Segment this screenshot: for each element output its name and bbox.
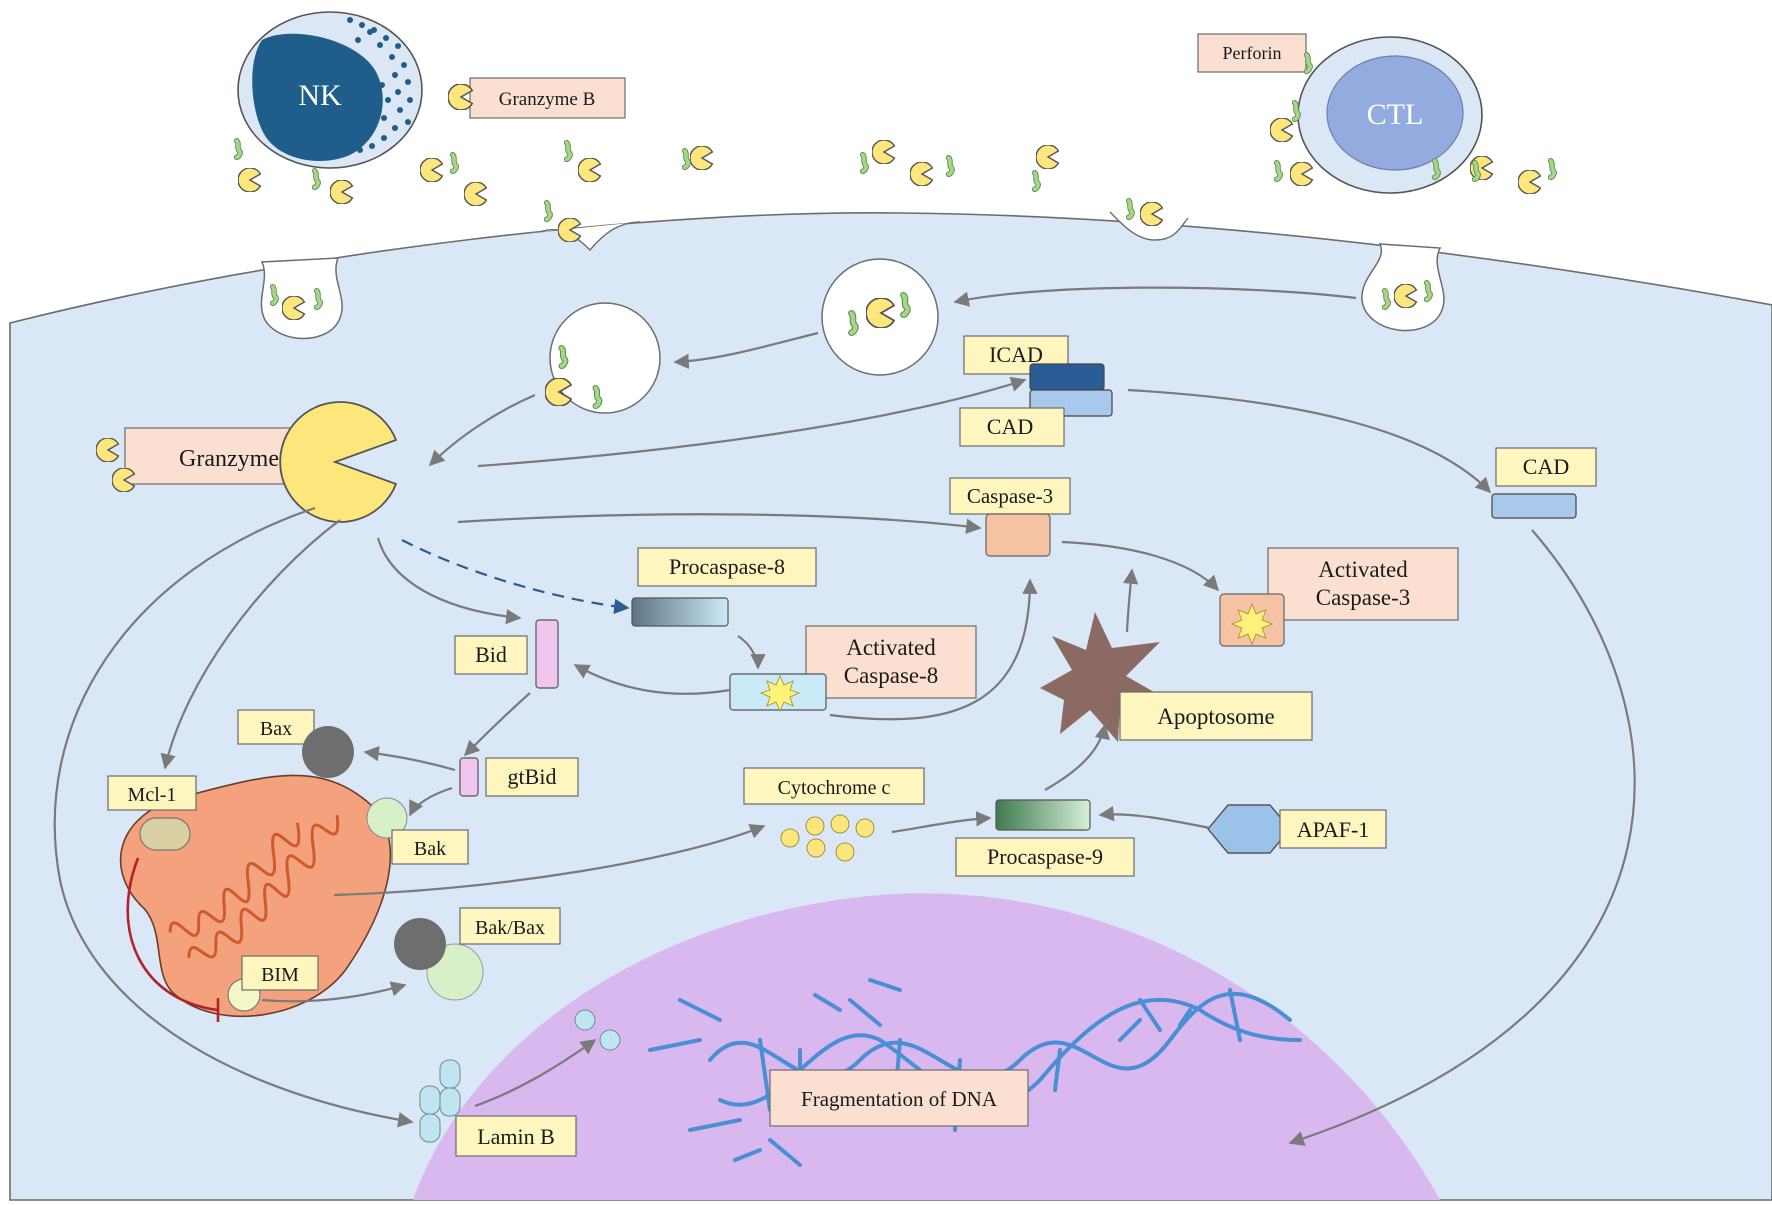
- svg-text:Cytochrome c: Cytochrome c: [778, 777, 891, 799]
- perforin-label: Perforin: [1197, 33, 1307, 73]
- svg-text:Lamin B: Lamin B: [477, 1124, 555, 1149]
- bak: Bak: [366, 797, 469, 865]
- membrane-dimple: [539, 221, 641, 252]
- svg-text:CAD: CAD: [1523, 454, 1569, 479]
- activated-caspase-8: Activated Caspase-8: [729, 625, 977, 712]
- svg-text:Caspase-8: Caspase-8: [844, 663, 939, 688]
- cytochrome-c: Cytochrome c: [743, 767, 925, 862]
- lamin-b: Lamin B: [419, 1009, 621, 1157]
- svg-text:BIM: BIM: [261, 964, 299, 986]
- granule-dots: [347, 17, 413, 153]
- bim: BIM: [227, 955, 319, 1012]
- svg-text:Mcl-1: Mcl-1: [128, 784, 177, 806]
- svg-text:Fragmentation of DNA: Fragmentation of DNA: [801, 1087, 998, 1111]
- apaf1-hexagon-icon: [1207, 804, 1291, 854]
- dna-fragmentation-label: Fragmentation of DNA: [769, 1069, 1029, 1127]
- svg-text:Caspase-3: Caspase-3: [1316, 585, 1411, 610]
- apoptosome: Apoptosome: [1040, 612, 1313, 742]
- svg-text:Bid: Bid: [475, 642, 507, 667]
- svg-text:Bak/Bax: Bak/Bax: [475, 917, 545, 939]
- granzyme-b-main: Granzyme B: [96, 401, 398, 523]
- svg-text:CAD: CAD: [987, 414, 1033, 439]
- caspase-3: Caspase-3: [949, 477, 1071, 557]
- nk-cell: NK: [237, 11, 423, 169]
- svg-text:Caspase-3: Caspase-3: [967, 484, 1053, 508]
- apaf-1: APAF-1: [1207, 804, 1387, 854]
- svg-text:Bax: Bax: [260, 718, 292, 740]
- procaspase-8: Procaspase-8: [631, 547, 817, 627]
- bid: Bid: [454, 619, 559, 689]
- svg-text:Activated: Activated: [1318, 557, 1408, 582]
- svg-text:Perforin: Perforin: [1223, 43, 1282, 63]
- mcl-1: Mcl-1: [107, 775, 197, 851]
- endosome-right: [821, 258, 939, 376]
- cad-free: CAD: [1491, 447, 1597, 519]
- svg-text:APAF-1: APAF-1: [1297, 817, 1370, 842]
- procaspase-9: Procaspase-9: [955, 799, 1135, 877]
- svg-text:Apoptosome: Apoptosome: [1157, 704, 1275, 729]
- granzyme-pacman-icon: [279, 401, 398, 523]
- svg-text:Activated: Activated: [846, 635, 936, 660]
- svg-text:Procaspase-9: Procaspase-9: [987, 844, 1103, 869]
- apoptosome-star-icon: [1040, 612, 1168, 742]
- granzyme-b-top-label: Granzyme B: [469, 77, 626, 119]
- arrows: [53, 286, 1636, 1146]
- svg-text:Bak: Bak: [414, 838, 446, 860]
- activated-caspase-3: Activated Caspase-3: [1219, 547, 1459, 647]
- svg-text:Procaspase-8: Procaspase-8: [669, 554, 785, 579]
- nk-label: NK: [298, 79, 342, 112]
- icad-cad-complex: ICAD CAD: [959, 335, 1113, 447]
- svg-text:Granzyme B: Granzyme B: [499, 89, 596, 110]
- ctl-label: CTL: [1367, 98, 1424, 131]
- svg-text:gtBid: gtBid: [508, 764, 557, 789]
- bax: Bax: [237, 709, 354, 778]
- gtbid: gtBid: [459, 757, 579, 797]
- bak-bax: Bak/Bax: [394, 907, 561, 1001]
- ctl-cell: CTL: [1297, 36, 1483, 194]
- endosome-left: [545, 302, 661, 414]
- mcl1-inhibition-line: [126, 857, 219, 1012]
- nucleus: [413, 893, 1440, 1200]
- svg-text:ICAD: ICAD: [989, 342, 1043, 367]
